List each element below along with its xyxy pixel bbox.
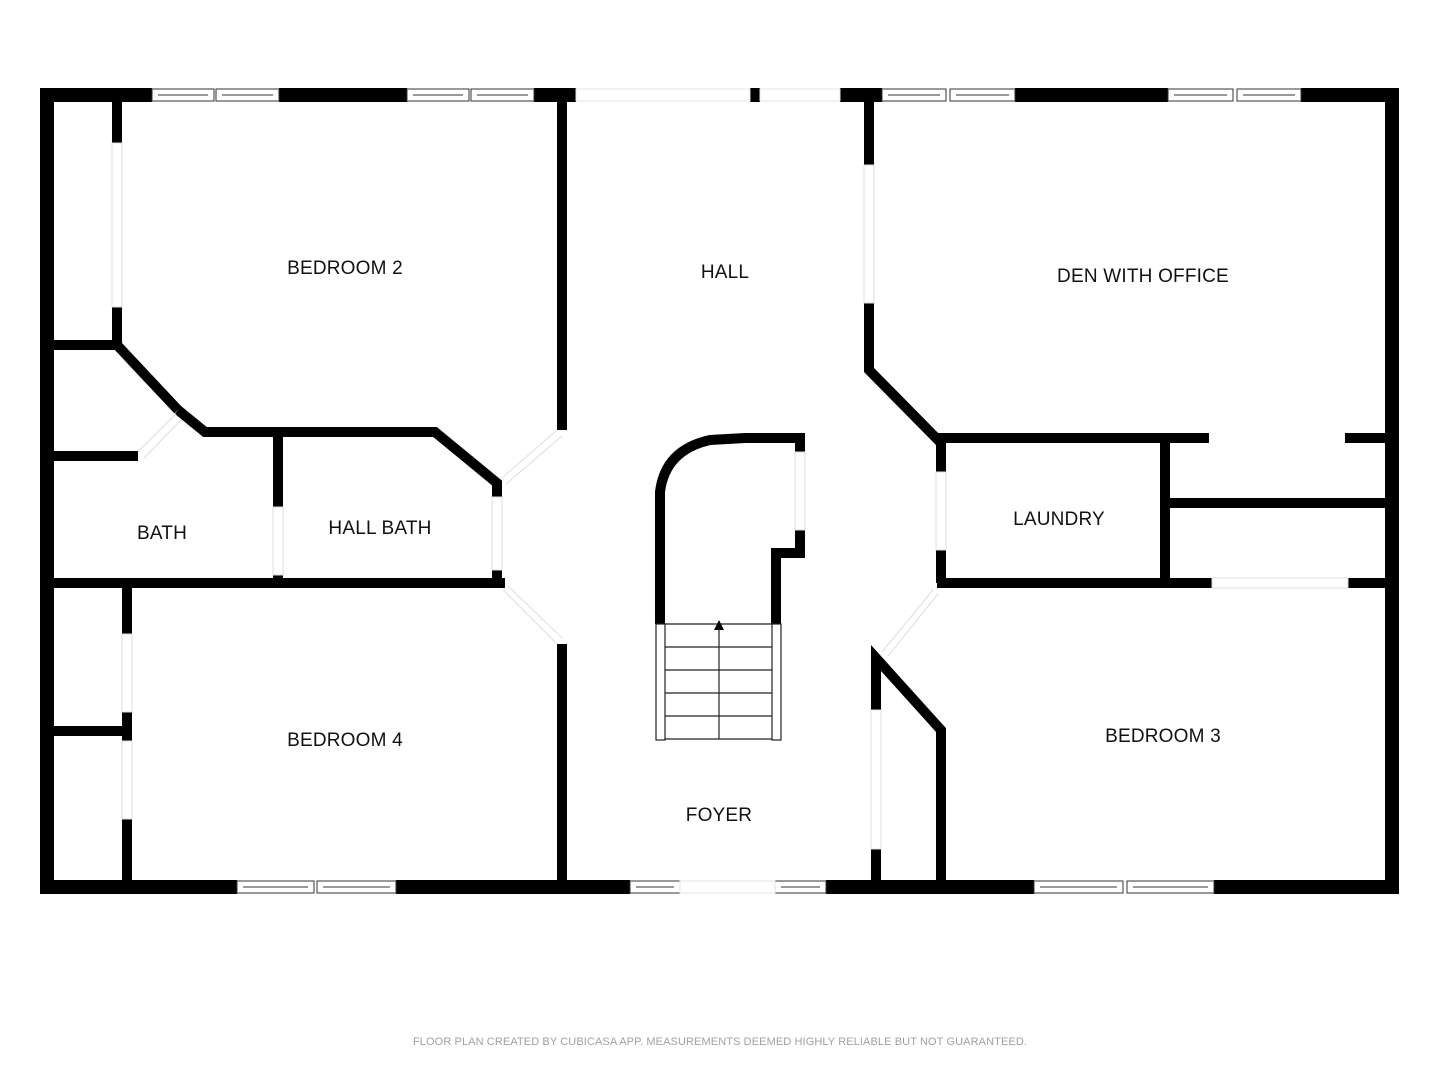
room-label-laundry: LAUNDRY [1013, 509, 1105, 530]
room-label-bath: BATH [136, 523, 188, 544]
stairs-up-arrow-icon [714, 620, 724, 630]
room-label-foyer: FOYER [685, 805, 753, 826]
exterior-walls [40, 88, 1399, 894]
room-label-den-with-office: DEN WITH OFFICE [1057, 266, 1229, 287]
interior-walls [50, 100, 1390, 884]
disclaimer-footer: FLOOR PLAN CREATED BY CUBICASA APP. MEAS… [412, 1036, 1028, 1048]
stairs [655, 620, 782, 741]
room-label-bedroom-4: BEDROOM 4 [287, 730, 403, 751]
room-label-hall-bath: HALL BATH [328, 518, 432, 539]
room-label-bedroom-2: BEDROOM 2 [287, 258, 403, 279]
door-openings [111, 142, 1349, 850]
hall-openings [575, 88, 841, 894]
room-label-hall: HALL [700, 262, 750, 283]
windows [151, 88, 1302, 894]
room-label-bedroom-3: BEDROOM 3 [1105, 726, 1221, 747]
